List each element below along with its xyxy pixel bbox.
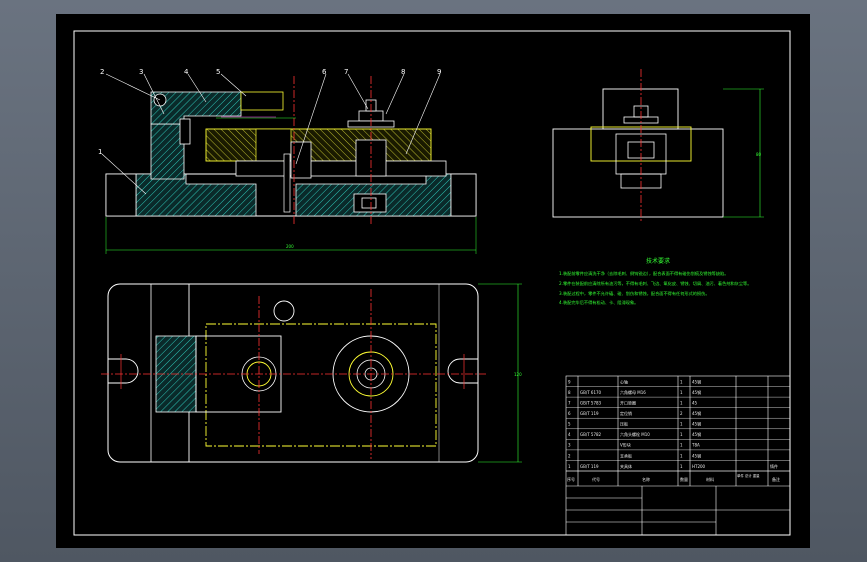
bom-cell: 开口垫圈 [620, 400, 636, 406]
bom-cell: 1 [680, 464, 683, 469]
bom-cell: 压板 [620, 421, 628, 427]
bom-cell: V形块 [620, 442, 631, 448]
bom-header-remark: 备注 [772, 476, 780, 482]
dim-side-height: 80 [756, 152, 762, 157]
bom-cell: 1 [680, 443, 683, 448]
bom-cell: 六角头螺栓 M10 [620, 431, 650, 437]
bom-cell: 8 [568, 390, 571, 395]
drawing-sheet: 200 2 3 4 5 1 6 7 8 9 [56, 14, 810, 548]
bom-cell: GB/T 119 [580, 464, 599, 469]
bom-cell: 45钢 [692, 410, 701, 416]
bom-cell: 1 [568, 464, 571, 469]
bom-cell: 3 [568, 443, 571, 448]
bom-cell: 5 [568, 422, 571, 427]
bom-header-no: 序号 [567, 476, 575, 482]
title-block [565, 375, 791, 536]
bom-cell: GB/T 5782 [580, 432, 602, 437]
tech-req-title: 技术要求 [646, 257, 670, 265]
bom-cell: 45钢 [692, 431, 701, 437]
bom-cell: 支承板 [620, 452, 632, 458]
bom-header-qty: 数量 [680, 476, 688, 482]
bom-cell: 45钢 [692, 389, 701, 395]
balloon-callouts [101, 73, 441, 195]
balloon-4: 4 [184, 68, 189, 76]
technical-requirements: 技术要求 1.装配前零件应清洗干净（去除毛刺、倒钝锐边），配合表面不得有碰伤划痕… [559, 257, 751, 306]
plan-view: 120 [101, 283, 522, 463]
bom-cell: GB/T 119 [580, 411, 599, 416]
bom-cell: 6 [568, 411, 571, 416]
bom-cell: 2 [568, 453, 571, 458]
tech-req-line-1: 1.装配前零件应清洗干净（去除毛刺、倒钝锐边），配合表面不得有碰伤划痕及锈蚀等缺… [559, 270, 728, 277]
bom-table: 9 心轴 1 45钢 8 GB/T 6170 六角螺母 M16 1 45钢 7 GB/T 5783 开… [566, 378, 790, 472]
bom-cell: 1 [680, 379, 683, 384]
bom-cell: HT200 [692, 464, 706, 469]
bom-cell: T8A [691, 443, 700, 448]
bom-cell: 1 [680, 422, 683, 427]
balloon-5: 5 [216, 68, 220, 76]
dim-plan-height: 120 [514, 372, 522, 377]
bom-cell: 1 [680, 401, 683, 406]
balloon-2: 2 [100, 68, 104, 76]
balloon-7: 7 [344, 68, 348, 76]
bom-cell: 45 [692, 401, 698, 406]
bom-cell: 心轴 [620, 378, 628, 384]
balloon-3: 3 [139, 68, 143, 76]
bom-cell: GB/T 6170 [580, 390, 602, 395]
bom-cell: 铸件 [770, 463, 778, 469]
bom-cell: 夹具体 [620, 463, 632, 469]
bom-cell: 1 [680, 453, 683, 458]
bom-header-material: 材料 [706, 476, 714, 482]
tech-req-line-3: 3.装配过程中，零件不允许磕、碰、划伤和锈蚀，配合面不得有任何形式的损伤。 [559, 290, 710, 297]
cad-drawing: 200 2 3 4 5 1 6 7 8 9 [73, 30, 791, 536]
balloon-8: 8 [401, 68, 405, 76]
bom-header-weight: 单件 总计 重量 [737, 473, 760, 478]
bom-cell: 六角螺母 M16 [620, 389, 646, 395]
tech-req-line-4: 4.装配完毕后不得有松动、卡、阻滞现象。 [559, 299, 638, 306]
bom-cell: 1 [680, 432, 683, 437]
bom-cell: 2 [680, 411, 683, 416]
tech-req-line-2: 2.零件在装配前应清除所有油污等，不得有毛刺、飞边、氧化皮、锈蚀、切屑、油污、着… [559, 280, 751, 287]
dim-front-width: 200 [286, 244, 294, 249]
front-section-view: 200 [105, 76, 477, 254]
bom-cell: 45钢 [692, 421, 701, 427]
bom-header-name: 名称 [642, 476, 650, 482]
bom-header: 序号 代号 名称 数量 材料 单件 总计 重量 备注 [567, 473, 780, 482]
balloon-6: 6 [322, 68, 327, 76]
side-view: 80 [552, 69, 764, 222]
bom-cell: GB/T 5783 [580, 401, 602, 406]
bom-cell: 7 [568, 401, 571, 406]
drawing-border [73, 30, 791, 536]
bom-cell: 定位销 [620, 410, 632, 416]
bom-cell: 45钢 [692, 378, 701, 384]
bom-cell: 4 [568, 432, 571, 437]
bom-header-code: 代号 [592, 476, 600, 482]
bom-cell: 45钢 [692, 452, 701, 458]
balloon-9: 9 [437, 68, 441, 76]
bom-cell: 1 [680, 390, 683, 395]
balloon-1: 1 [98, 148, 102, 156]
bom-cell: 9 [568, 379, 571, 384]
